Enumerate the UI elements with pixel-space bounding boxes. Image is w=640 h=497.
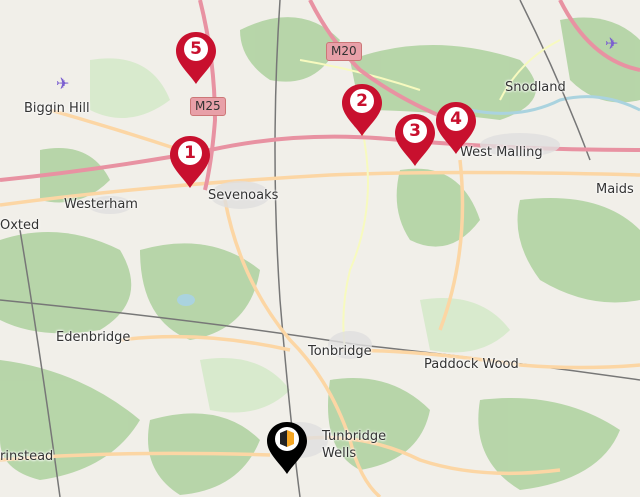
map-pin-icon <box>342 84 382 136</box>
place-label-westerham: Westerham <box>64 197 138 212</box>
place-label-west-malling: West Malling <box>460 145 543 160</box>
map-pin-icon <box>395 114 435 166</box>
map-marker-2[interactable]: 2 <box>340 82 384 138</box>
place-label-edenbridge: Edenbridge <box>56 330 131 345</box>
marker-label: 2 <box>356 91 368 111</box>
home-marker-icon <box>267 422 307 474</box>
map-marker-3[interactable]: 3 <box>393 112 437 168</box>
place-label-oxted: Oxted <box>0 218 40 233</box>
place-label-snodland: Snodland <box>505 80 566 95</box>
place-label-sevenoaks: Sevenoaks <box>208 188 279 203</box>
airport-icon: ✈ <box>56 74 70 93</box>
map-marker-4[interactable]: 4 <box>434 100 478 156</box>
map-marker-5[interactable]: 5 <box>174 30 218 86</box>
marker-label: 4 <box>450 109 462 129</box>
place-label-paddock-wood: Paddock Wood <box>424 357 519 372</box>
marker-label: 5 <box>190 39 202 59</box>
place-label-wells: Wells <box>322 446 357 461</box>
map-pin-icon <box>170 136 210 188</box>
place-label-grinstead: rinstead <box>0 449 54 464</box>
map-pin-icon <box>436 102 476 154</box>
place-label-tonbridge: Tonbridge <box>308 344 372 359</box>
place-label-tunbridge: Tunbridge <box>322 429 387 444</box>
marker-label: 1 <box>184 143 196 163</box>
map-marker-1[interactable]: 1 <box>168 134 212 190</box>
place-label-maidstone: Maids <box>596 182 634 197</box>
road-shield-m25: M25 <box>190 97 226 116</box>
airport-icon: ✈ <box>605 34 619 53</box>
place-label-biggin-hill: Biggin Hill <box>24 101 90 116</box>
marker-label: 3 <box>409 121 421 141</box>
road-shield-m20: M20 <box>326 42 362 61</box>
map-pin-icon <box>176 32 216 84</box>
home-marker[interactable] <box>265 420 309 476</box>
